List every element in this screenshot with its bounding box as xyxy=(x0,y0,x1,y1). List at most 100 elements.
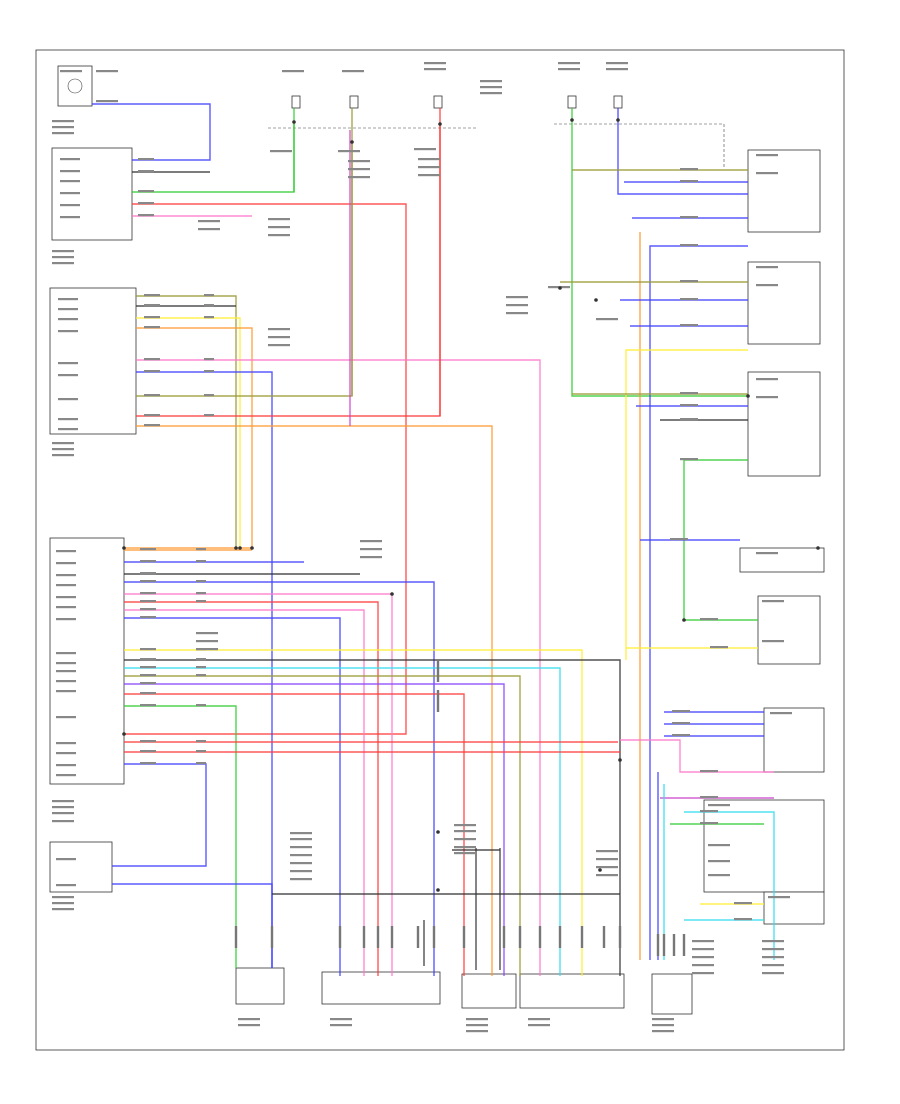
junction-dot-4 xyxy=(570,118,574,122)
label-mark-128 xyxy=(52,120,74,123)
vertical-label-mark-237 xyxy=(656,934,660,956)
label-mark-102 xyxy=(672,722,690,725)
wire-pink-59 xyxy=(620,739,774,773)
junction-dot-12 xyxy=(558,286,562,290)
junction-dot-15 xyxy=(618,758,622,762)
label-mark-217 xyxy=(528,1024,550,1027)
label-mark-202 xyxy=(692,964,714,967)
label-mark-125 xyxy=(60,70,82,73)
junction-dot-3 xyxy=(438,122,442,126)
label-mark-177 xyxy=(196,648,218,651)
label-mark-201 xyxy=(692,956,714,959)
label-group xyxy=(52,62,792,1033)
label-mark-3 xyxy=(60,180,80,183)
junction-dot-5 xyxy=(616,118,620,122)
label-mark-10 xyxy=(58,330,78,333)
junction-group xyxy=(122,118,820,892)
label-mark-37 xyxy=(144,316,160,319)
label-mark-220 xyxy=(652,1030,674,1033)
label-mark-191 xyxy=(454,830,476,833)
ac-pressure-switch-box xyxy=(757,595,821,665)
fuse-5 xyxy=(613,95,623,109)
wire-green-19 xyxy=(571,108,748,397)
fuse-group xyxy=(291,95,623,109)
label-mark-148 xyxy=(480,80,502,83)
label-mark-90 xyxy=(680,244,698,247)
label-mark-25 xyxy=(56,670,76,673)
label-mark-182 xyxy=(596,318,618,321)
label-mark-183 xyxy=(290,832,312,835)
label-mark-72 xyxy=(204,394,214,397)
label-mark-108 xyxy=(734,902,752,905)
junction-dot-11 xyxy=(436,888,440,892)
vertical-label-mark-223 xyxy=(338,926,342,948)
label-mark-44 xyxy=(140,548,156,551)
wire-black-30 xyxy=(124,659,621,976)
label-mark-186 xyxy=(290,854,312,857)
label-mark-174 xyxy=(360,556,382,559)
label-mark-208 xyxy=(762,972,784,975)
label-mark-97 xyxy=(680,458,698,461)
label-mark-192 xyxy=(454,838,476,841)
label-mark-187 xyxy=(290,862,312,865)
label-mark-78 xyxy=(196,600,206,603)
label-mark-54 xyxy=(140,666,156,669)
label-mark-209 xyxy=(238,1018,260,1021)
label-mark-28 xyxy=(56,716,76,719)
label-mark-110 xyxy=(756,154,778,157)
label-mark-170 xyxy=(268,336,290,339)
wire-blue-38 xyxy=(112,763,207,867)
label-mark-21 xyxy=(56,606,76,609)
blower-power-module-box xyxy=(51,147,133,241)
label-mark-145 xyxy=(342,70,364,73)
actuator-4 xyxy=(519,973,625,1009)
junction-dot-6 xyxy=(234,546,238,550)
label-mark-173 xyxy=(360,548,382,551)
label-mark-135 xyxy=(52,448,74,451)
label-mark-19 xyxy=(56,584,76,587)
label-mark-101 xyxy=(672,710,690,713)
label-mark-120 xyxy=(708,804,730,807)
label-mark-154 xyxy=(606,68,628,71)
vertical-label-mark-242 xyxy=(436,690,440,712)
label-mark-152 xyxy=(558,68,580,71)
label-mark-50 xyxy=(140,608,156,611)
wire-green-35 xyxy=(124,705,237,968)
label-mark-147 xyxy=(424,68,446,71)
label-mark-96 xyxy=(680,418,698,421)
pressure-transducer-box xyxy=(739,547,825,573)
wire-red-3 xyxy=(124,203,407,735)
label-mark-8 xyxy=(58,308,78,311)
label-mark-61 xyxy=(140,762,156,765)
label-mark-31 xyxy=(56,764,76,767)
label-mark-93 xyxy=(680,324,698,327)
vertical-label-mark-224 xyxy=(362,926,366,948)
label-mark-180 xyxy=(506,312,528,315)
label-mark-159 xyxy=(348,176,370,179)
label-mark-30 xyxy=(56,752,76,755)
vertical-label-mark-229 xyxy=(462,926,466,948)
junction-dot-2 xyxy=(350,140,354,144)
label-mark-204 xyxy=(762,940,784,943)
label-mark-51 xyxy=(140,616,156,619)
actuator-2 xyxy=(321,971,441,1005)
junction-dot-13 xyxy=(594,298,598,302)
label-mark-162 xyxy=(418,166,440,169)
label-mark-151 xyxy=(558,62,580,65)
label-mark-198 xyxy=(596,874,618,877)
wire-green-2 xyxy=(132,122,295,193)
label-mark-214 xyxy=(466,1024,488,1027)
vertical-label-mark-226 xyxy=(390,926,394,948)
label-mark-117 xyxy=(762,600,784,603)
wire-olive-6 xyxy=(136,295,237,548)
vertical-label-mark-221 xyxy=(234,926,238,948)
label-mark-121 xyxy=(708,844,730,847)
label-mark-29 xyxy=(56,742,76,745)
atc-control-head-box xyxy=(49,287,137,435)
label-mark-48 xyxy=(140,592,156,595)
wire-yellow-29 xyxy=(124,649,583,976)
vertical-label-mark-236 xyxy=(618,926,622,948)
label-mark-207 xyxy=(762,964,784,967)
